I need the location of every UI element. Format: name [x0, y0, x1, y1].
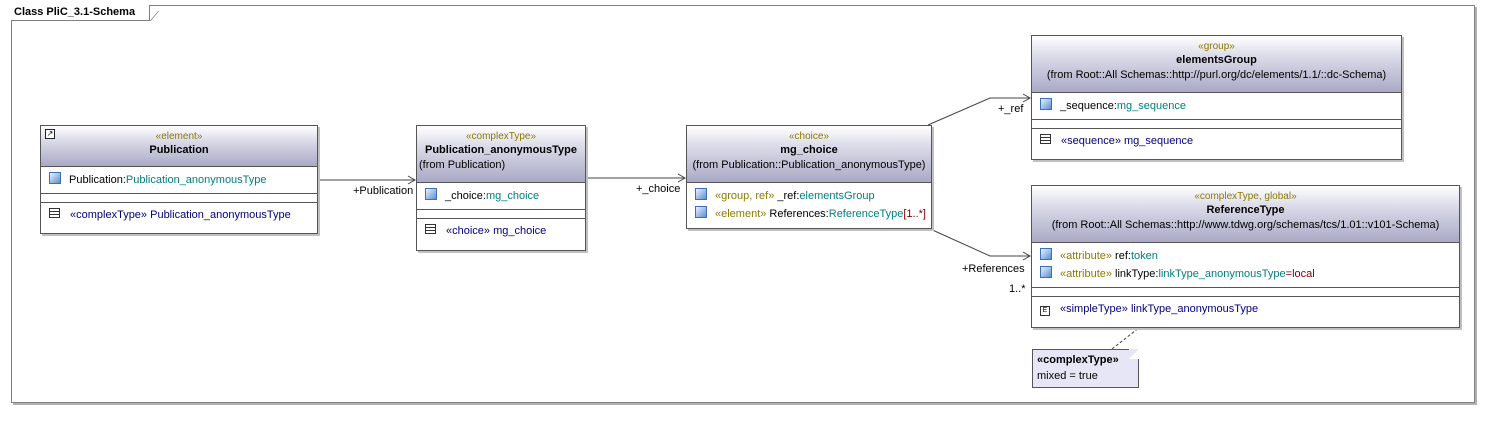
class-name: elementsGroup	[1176, 54, 1257, 66]
arrowhead-publication	[407, 175, 417, 185]
attribute-icon	[1040, 248, 1052, 260]
operation-row[interactable]: «sequence» mg_sequence	[1032, 132, 1401, 150]
role-label-references: +References	[962, 263, 1025, 275]
attribute-row[interactable]: Publication:Publication_anonymousType	[41, 171, 317, 189]
note-link	[1111, 326, 1141, 350]
operation-row[interactable]: «complexType» Publication_anonymousType	[41, 206, 317, 224]
diagram-title: Class PliC_3.1-Schema	[11, 5, 151, 21]
class-name: mg_choice	[780, 144, 838, 156]
stereotype: «complexType»	[465, 131, 537, 142]
operation-icon	[49, 208, 60, 218]
attribute-row[interactable]: _sequence:mg_sequence	[1032, 97, 1401, 115]
class-origin: (from Root::All Schemas::http://www.tdwg…	[1051, 219, 1440, 231]
role-label-ref: +_ref	[998, 103, 1024, 115]
note-title: «complexType»	[1037, 354, 1119, 366]
attribute-icon	[695, 188, 707, 200]
role-label-publication: +Publication	[353, 185, 414, 197]
stereotype: «group»	[1198, 41, 1235, 52]
class-origin: (from Root::All Schemas::http://purl.org…	[1046, 69, 1387, 81]
operation-icon	[425, 224, 436, 234]
attribute-icon	[1040, 266, 1052, 278]
class-name: ReferenceType	[1206, 204, 1285, 216]
attribute-row[interactable]: «group, ref» _ref:elementsGroup	[687, 187, 931, 205]
class-publication[interactable]: ↗ «element» Publication Publication:Publ…	[40, 125, 318, 234]
multiplicity-label: 1..*	[1009, 283, 1026, 295]
class-reference-type[interactable]: «complexType, global» ReferenceType (fro…	[1031, 185, 1460, 328]
operation-row[interactable]: E«simpleType» linkType_anonymousType	[1032, 300, 1459, 318]
attribute-icon	[49, 172, 61, 184]
class-elements-group[interactable]: «group» elementsGroup (from Root::All Sc…	[1031, 35, 1402, 160]
class-name: Publication_anonymousType	[425, 144, 577, 156]
note-body: mixed = true	[1037, 370, 1098, 382]
operation-row[interactable]: «choice» mg_choice	[417, 222, 585, 240]
stereotype: «element»	[155, 131, 203, 142]
arrowhead-references	[1022, 251, 1032, 261]
class-origin: (from Publication::Publication_anonymous…	[692, 159, 926, 171]
arrowhead-choice	[677, 173, 687, 183]
class-name: Publication	[149, 144, 209, 156]
attribute-row[interactable]: «attribute» linkType:linkType_anonymousT…	[1032, 265, 1459, 283]
attribute-icon	[425, 188, 437, 200]
class-origin: (from Publication)	[419, 159, 506, 171]
class-publication-anonymous-type[interactable]: «complexType» Publication_anonymousType …	[416, 125, 586, 251]
attribute-row[interactable]: «element» References:ReferenceType[1..*]	[687, 205, 931, 223]
stereotype: «choice»	[788, 131, 830, 142]
link-references	[927, 227, 1030, 257]
attribute-icon	[695, 206, 707, 218]
arrowhead-ref	[1022, 93, 1032, 103]
operation-icon	[1040, 134, 1051, 144]
stereotype: «complexType, global»	[1194, 191, 1297, 202]
attribute-row[interactable]: «attribute» ref:token	[1032, 247, 1459, 265]
role-label-choice: +_choice	[636, 183, 681, 195]
enumeration-icon: E	[1040, 306, 1050, 316]
attribute-icon	[1040, 98, 1052, 110]
attribute-row[interactable]: _choice:mg_choice	[417, 187, 585, 205]
shortcut-icon: ↗	[45, 129, 55, 139]
note[interactable]: «complexType» mixed = true	[1032, 349, 1139, 388]
class-mg-choice[interactable]: «choice» mg_choice (from Publication::Pu…	[686, 125, 932, 229]
link-ref	[927, 97, 1030, 126]
